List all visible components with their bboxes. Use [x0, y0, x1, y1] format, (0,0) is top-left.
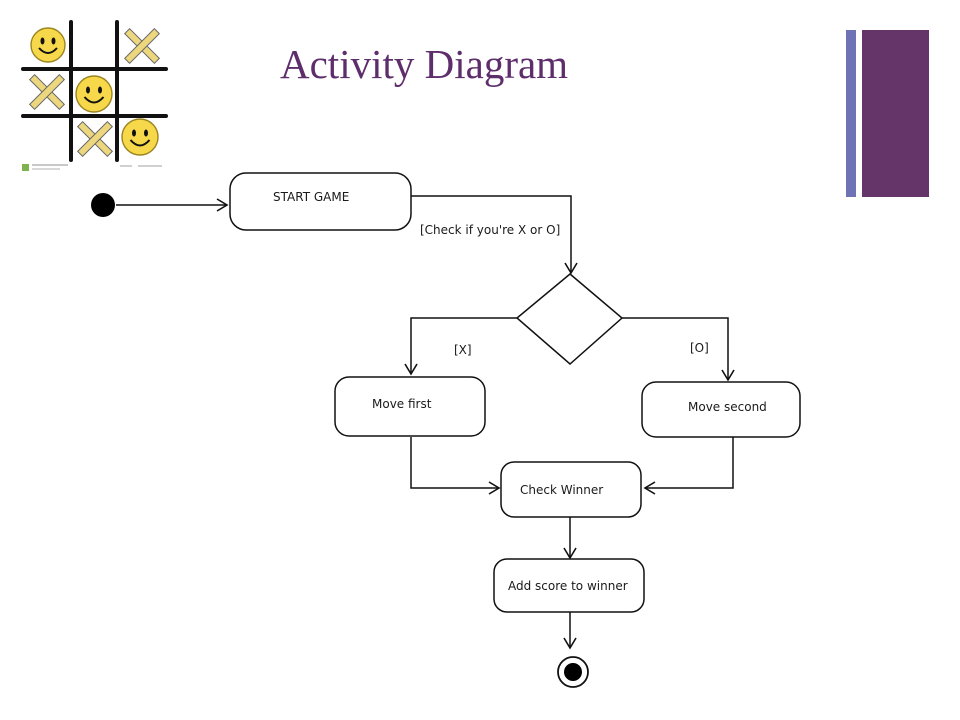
- x-mark-icon: [76, 120, 114, 158]
- action-add-score: [493, 558, 645, 613]
- x-mark-icon: [28, 73, 66, 111]
- smiley-icon: [30, 27, 66, 63]
- x-mark-icon: [123, 27, 161, 65]
- guard-o: [O]: [690, 341, 709, 355]
- smiley-icon: [121, 118, 159, 156]
- flow-move-second-to-check-winner: [643, 437, 734, 495]
- flow-decision-to-move-second: [622, 317, 735, 382]
- move-first-label: Move first: [372, 397, 432, 411]
- tic-tac-toe-logo-icon: [21, 20, 168, 171]
- flow-start-game-to-decision: [411, 195, 578, 275]
- accent-bar-wide: [862, 30, 929, 197]
- move-second-label: Move second: [688, 400, 767, 414]
- flow-move-first-to-check-winner: [410, 437, 501, 495]
- guard-check-symbol: [Check if you're X or O]: [420, 223, 560, 237]
- flow-decision-to-move-first: [404, 317, 517, 376]
- add-score-label: Add score to winner: [508, 579, 628, 593]
- start-game-label: START GAME: [273, 190, 349, 204]
- action-move-second: [641, 381, 801, 438]
- guard-x: [X]: [454, 343, 472, 357]
- initial-node: [91, 193, 115, 217]
- grid-lines: [21, 20, 168, 162]
- decision-node: [515, 273, 624, 365]
- accent-bar-thin: [846, 30, 856, 197]
- check-winner-label: Check Winner: [520, 483, 603, 497]
- smiley-icon: [75, 75, 113, 113]
- action-move-first: [334, 376, 486, 437]
- slide-title: Activity Diagram: [280, 41, 569, 87]
- action-start-game: [229, 172, 412, 231]
- credit-strip: [22, 164, 162, 171]
- action-check-winner: [500, 461, 642, 518]
- final-node: [557, 656, 589, 688]
